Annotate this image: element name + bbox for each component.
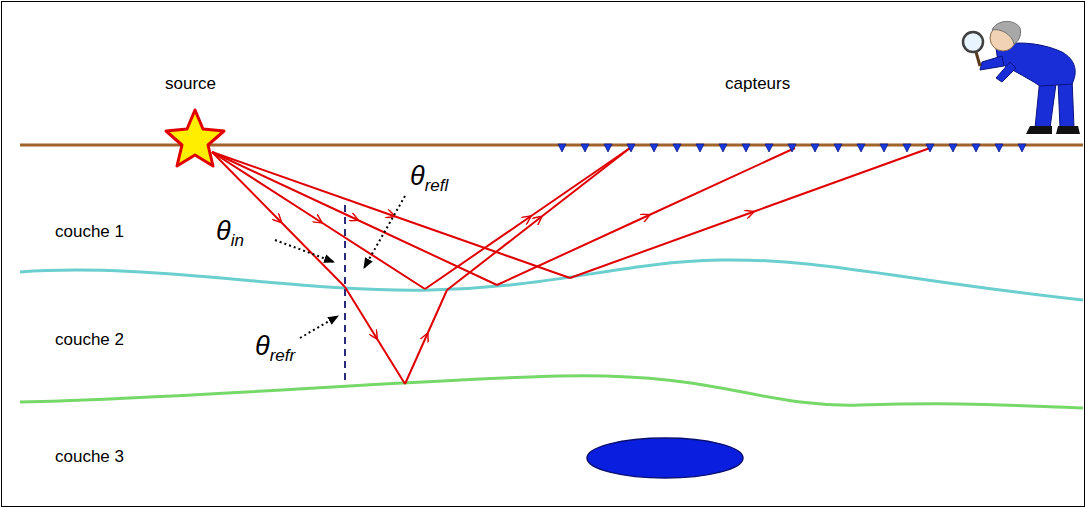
sensor-marker	[719, 144, 727, 152]
sensor-marker	[834, 144, 842, 152]
sensor-marker	[857, 144, 865, 152]
ray-segment	[212, 152, 345, 287]
angle-symbol: θin	[216, 213, 244, 253]
sensor-marker	[1018, 144, 1026, 152]
sensor-marker	[742, 144, 750, 152]
sensor-marker	[581, 144, 589, 152]
observer-figure	[938, 4, 1082, 138]
sensor-marker	[627, 144, 635, 152]
angle-symbol: θrefl	[410, 158, 448, 198]
sensor-marker	[903, 144, 911, 152]
target-body	[587, 438, 743, 478]
ray-segment	[497, 148, 795, 285]
leader-line	[364, 196, 405, 268]
leader-line	[300, 316, 338, 338]
leader-line	[275, 240, 334, 262]
sensor-marker	[880, 144, 888, 152]
ray-segment	[212, 152, 425, 289]
sensor-marker	[788, 144, 796, 152]
ray-segment	[345, 287, 405, 384]
source-label: source	[165, 74, 216, 94]
angle-symbol: θrefr	[255, 328, 295, 368]
sensor-marker	[650, 144, 658, 152]
ray-segment	[212, 152, 570, 278]
source-star	[166, 110, 224, 166]
sensor-marker	[765, 144, 773, 152]
ray-segment	[570, 148, 930, 278]
seismic-rays	[212, 148, 930, 384]
layer-label: couche 1	[55, 222, 124, 242]
normal-line	[344, 205, 346, 380]
layer-boundary	[20, 376, 1083, 408]
layer-label: couche 3	[55, 447, 124, 467]
sensor-marker	[673, 144, 681, 152]
sensor-marker	[972, 144, 980, 152]
ray-segment	[447, 148, 630, 290]
sensor-marker	[558, 144, 566, 152]
sensor-marker	[604, 144, 612, 152]
ray-segment	[212, 152, 497, 285]
sensor-marker	[995, 144, 1003, 152]
sensor-marker	[696, 144, 704, 152]
ray-segment	[405, 290, 447, 384]
layer-boundary	[20, 260, 1083, 300]
sensor-marker	[926, 144, 934, 152]
sensor-label: capteurs	[725, 74, 790, 94]
layer-label: couche 2	[55, 330, 124, 350]
sensor-array	[558, 144, 1026, 152]
sensor-marker	[949, 144, 957, 152]
sensor-marker	[811, 144, 819, 152]
